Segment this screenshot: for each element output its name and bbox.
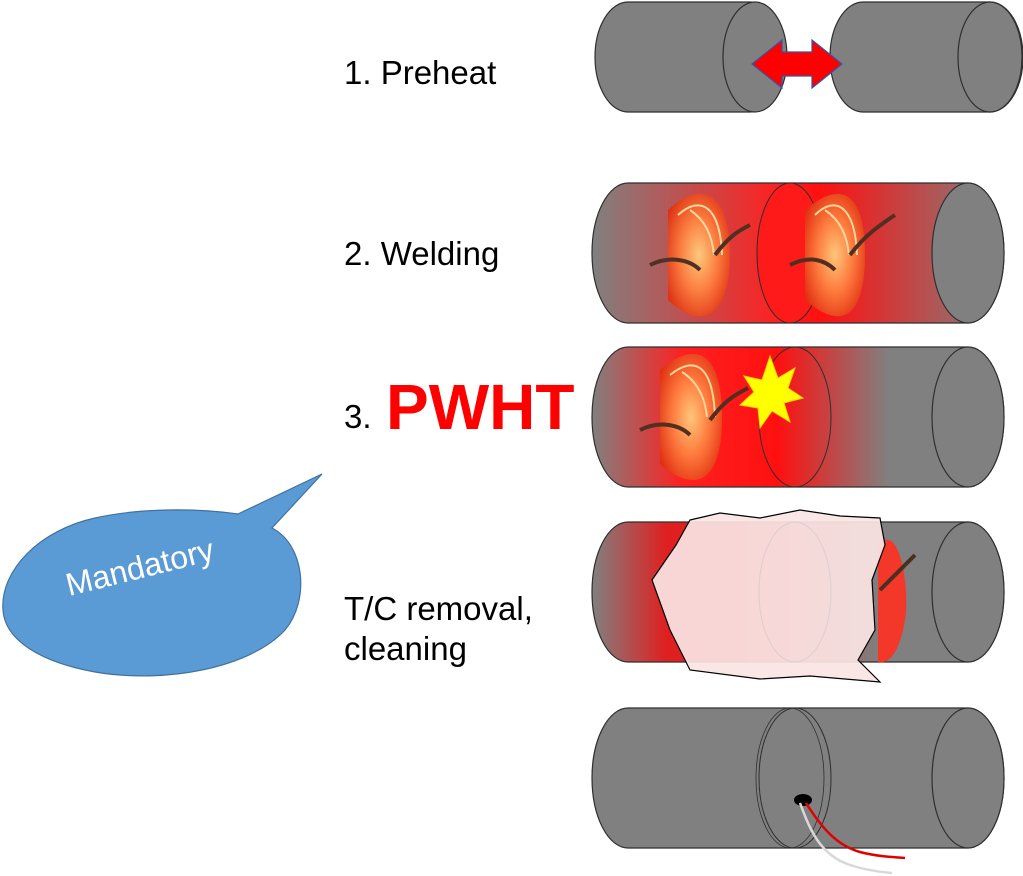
step-welding-label: 2. Welding: [344, 235, 500, 272]
heat-burst-icon: [738, 354, 805, 430]
step-pwht-label: PWHT: [386, 371, 575, 443]
double-arrow-icon: [751, 38, 843, 90]
weld-bead-left: [649, 193, 751, 317]
cleaning-pipe: [591, 509, 1005, 683]
step-cleaning-label-line2: cleaning: [344, 630, 467, 667]
step-preheat-label: 1. Preheat: [344, 54, 497, 91]
thermocouple-wire-red: [804, 802, 906, 860]
step-cleaning-label-line1: T/C removal,: [344, 590, 533, 627]
mandatory-callout: [2, 473, 323, 677]
preheat-pipes: [594, 1, 1023, 113]
weld-bead: [639, 353, 749, 481]
cleaning-cover: [651, 509, 886, 683]
pwht-pipe: [591, 346, 1005, 488]
welding-pipe: [591, 182, 1005, 324]
thermocouple-hole: [794, 794, 812, 806]
weld-bead-right: [789, 193, 897, 317]
thermocouple-wire-white: [798, 802, 893, 875]
finished-pipe: [591, 707, 1005, 875]
step-pwht-number: 3.: [344, 398, 372, 435]
